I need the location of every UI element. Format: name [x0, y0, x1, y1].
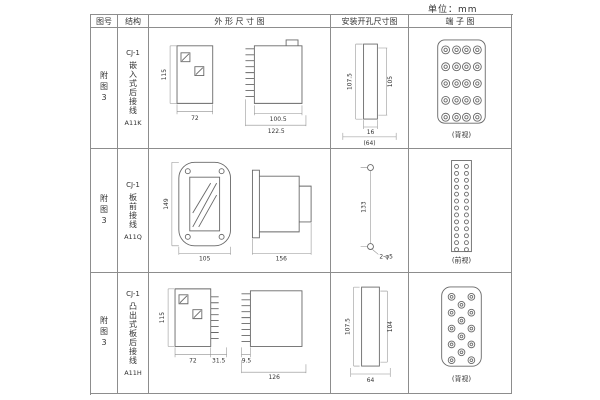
dim-label-depth: 156: [276, 256, 288, 263]
side-view: 9.5 126: [241, 290, 307, 381]
model-name: CJ-1: [126, 289, 140, 298]
row2-structure-cell: CJ-1 板前接线 A11Q: [118, 149, 149, 273]
terminal-pins-grid: [441, 45, 482, 122]
dim-label-height: 115: [161, 69, 168, 81]
row1-fig-cell: 附图3: [91, 28, 118, 149]
row2-fig-cell: 附图3: [91, 149, 118, 273]
front-view: 149 105: [163, 161, 231, 263]
row2-install-cell: 133 2-φ5: [331, 149, 409, 273]
row3-outline-cell: 115 72 31.5 9.5 126: [149, 273, 331, 394]
hole-note-label: 2-φ5: [379, 254, 393, 260]
row1-install-cell: 107.5 105 16 (64): [331, 28, 409, 149]
row1-outline-cell: 115 72 100.5 122.5: [149, 28, 331, 149]
spec-table: 图号 结构 外 形 尺 寸 图 安装开孔尺寸图 端 子 图 附图3 CJ-1 嵌…: [90, 14, 513, 395]
structure-code: A11H: [124, 368, 142, 377]
dim-label-inner-height: 104: [388, 321, 394, 333]
terminal-view-label: (背视): [452, 374, 472, 383]
front-view: 115 72 31.5: [159, 288, 227, 364]
fig-number: 附图3: [99, 316, 109, 350]
dim-label-blade: 9.5: [242, 357, 252, 364]
install-diagram-a11k: 107.5 105 16 (64): [342, 43, 397, 147]
model-name: CJ-1: [126, 180, 140, 189]
dim-label-hole-pitch: 133: [362, 201, 368, 213]
header-install-holes: 安装开孔尺寸图: [331, 15, 409, 28]
row3-terminal-cell: (背视): [409, 273, 512, 394]
header-outline-dims: 外 形 尺 寸 图: [149, 15, 331, 28]
dim-label-depth2: 122.5: [268, 128, 285, 135]
dim-label-width: 72: [191, 115, 199, 122]
row1-terminal-cell: (背视): [409, 28, 512, 149]
row2-outline-cell: 149 105 156: [149, 149, 331, 273]
structure-code: A11Q: [124, 232, 142, 241]
dim-label-depth: 126: [269, 374, 281, 381]
dim-label-hole-pitch: 105: [388, 76, 394, 88]
dim-label-height: 115: [159, 312, 166, 324]
terminal-diagram-a11h: (背视): [441, 286, 482, 383]
fig-number: 附图3: [99, 71, 109, 105]
terminal-diagram-a11q: (前视): [451, 160, 472, 264]
front-view: 115 72: [161, 45, 214, 122]
header-structure: 结构: [118, 15, 149, 28]
install-diagram-a11q: 133 2-φ5: [360, 164, 393, 260]
outline-diagram-a11q: 149 105 156: [163, 161, 312, 263]
dim-label-width: 105: [199, 256, 211, 263]
side-view: 100.5 122.5: [245, 39, 307, 135]
row1-structure-cell: CJ-1 嵌入式后接线 A11K: [118, 28, 149, 149]
row3-structure-cell: CJ-1 凸出式板后接线 A11H: [118, 273, 149, 394]
fig-number: 附图3: [99, 193, 109, 228]
row3-fig-cell: 附图3: [91, 273, 118, 394]
model-name: CJ-1: [126, 49, 140, 57]
terminal-view-label: (背视): [452, 130, 472, 139]
outline-diagram-a11h: 115 72 31.5 9.5 126: [159, 288, 307, 381]
outline-diagram-a11k: 115 72 100.5 122.5: [161, 39, 307, 135]
header-fig-no: 图号: [91, 15, 118, 28]
structure-code: A11K: [124, 119, 142, 127]
install-diagram-a11h: 107.5 104 64: [346, 286, 394, 384]
terminal-diagram-a11k: (背视): [437, 39, 486, 139]
header-terminal-diagram: 端 子 图: [409, 15, 512, 28]
dim-label-depth1: 100.5: [270, 116, 287, 123]
dim-label-cutout-height: 107.5: [346, 318, 352, 335]
terminal-view-label: (前视): [452, 255, 472, 264]
unit-label: 单位：mm: [428, 5, 478, 15]
structure-description: 板前接线: [128, 192, 138, 229]
dim-label-width: 64: [367, 378, 375, 384]
terminal-studs: [447, 293, 476, 365]
dim-label-width: 72: [189, 357, 197, 364]
terminal-pins-strip: [454, 164, 469, 253]
dim-label-slot-width: 16: [367, 130, 375, 136]
structure-description: 嵌入式后接线: [128, 61, 138, 115]
side-view: 156: [251, 169, 312, 263]
row2-terminal-cell: (前视): [409, 149, 512, 273]
dim-label-height: 149: [163, 198, 170, 210]
dim-label-stud-length: 31.5: [212, 357, 225, 364]
dim-label-hole-span: (64): [363, 141, 375, 147]
row3-install-cell: 107.5 104 64: [331, 273, 409, 394]
structure-description: 凸出式板后接线: [128, 301, 138, 365]
dim-label-cutout-height: 107.5: [348, 73, 354, 90]
